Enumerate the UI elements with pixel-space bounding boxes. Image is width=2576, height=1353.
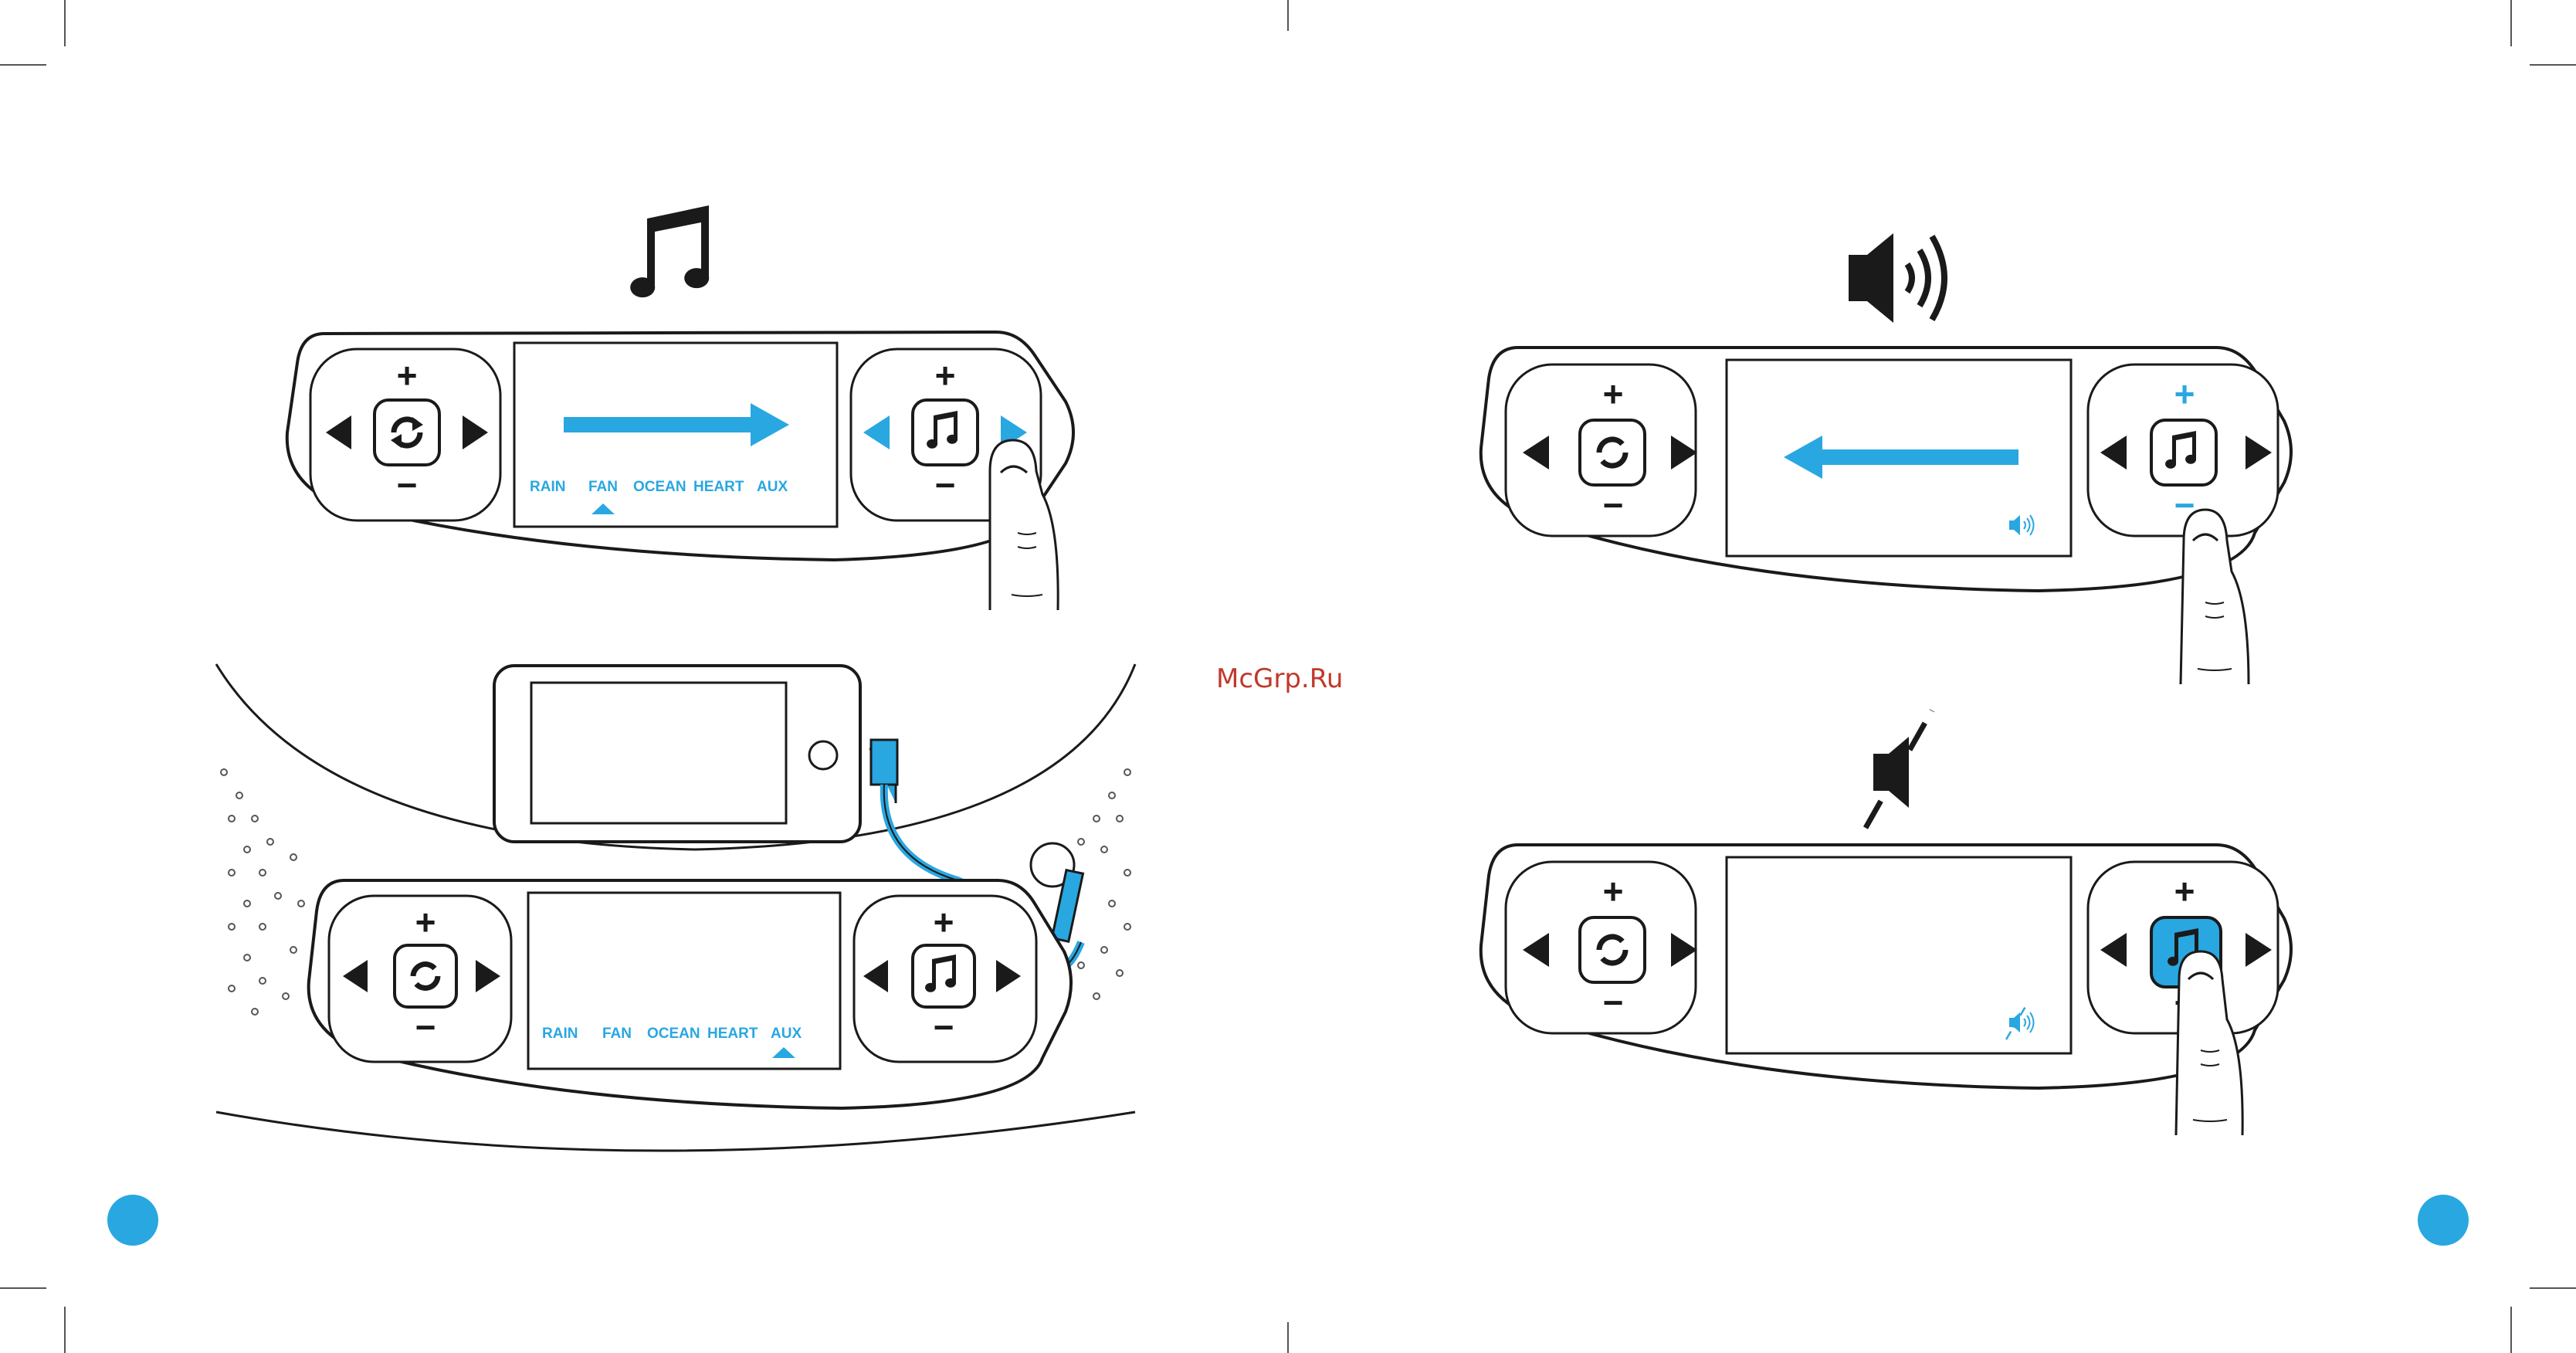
plus-label: + [397,355,418,395]
speaker-muted-icon [1866,710,1932,828]
minus-label: − [934,1007,954,1047]
music-button[interactable] [913,945,974,1007]
panel-d-mute: + − + − [1481,710,2291,1135]
display-screen [514,343,837,527]
mode-label-aux: AUX [757,479,788,495]
mode-label-rain: RAIN [530,479,565,495]
speaker-grille-left [221,769,304,1015]
volume-up-label[interactable]: + [2174,374,2195,414]
minus-label: − [415,1007,436,1047]
mode-label-ocean: OCEAN [647,1026,700,1042]
music-button[interactable] [2151,420,2216,485]
mode-label-fan: FAN [588,479,618,495]
minus-label: − [1603,485,1624,525]
device-base [216,1112,1135,1151]
mode-label-aux: AUX [771,1026,802,1042]
right-page-dot [2418,1195,2469,1246]
panel-a-music-select: + − RAIN FAN OCEAN HEART AUX + − [287,205,1073,610]
mode-label-heart: HEART [707,1026,758,1042]
minus-label: − [1603,982,1624,1022]
music-note-icon [630,205,709,297]
plus-label: + [935,355,956,395]
panel-c-volume: + − + − [1481,233,2291,684]
left-page-dot [107,1195,158,1246]
plus-label: + [2174,871,2195,911]
plus-label: + [1603,374,1624,414]
mode-label-heart: HEART [693,479,744,495]
watermark: McGrp.Ru [1216,663,1343,694]
cycle-button[interactable] [1580,420,1645,485]
phone-home-button [809,741,837,769]
plus-label: + [1603,871,1624,911]
plus-label: + [934,902,954,942]
music-button[interactable] [913,400,978,465]
mode-label-ocean: OCEAN [633,479,686,495]
cycle-button[interactable] [375,400,439,465]
panel-b-aux-connection: + − RAIN FAN OCEAN HEART AUX + − [216,664,1135,1151]
mode-label-rain: RAIN [542,1026,578,1042]
minus-label: − [397,465,418,505]
display-screen [528,893,840,1069]
mode-label-fan: FAN [602,1026,632,1042]
speaker-volume-icon [1849,233,1944,323]
plus-label: + [415,902,436,942]
cycle-button[interactable] [1580,917,1645,982]
minus-label: − [935,465,956,505]
phone-screen [531,683,786,823]
cycle-button[interactable] [395,945,456,1007]
